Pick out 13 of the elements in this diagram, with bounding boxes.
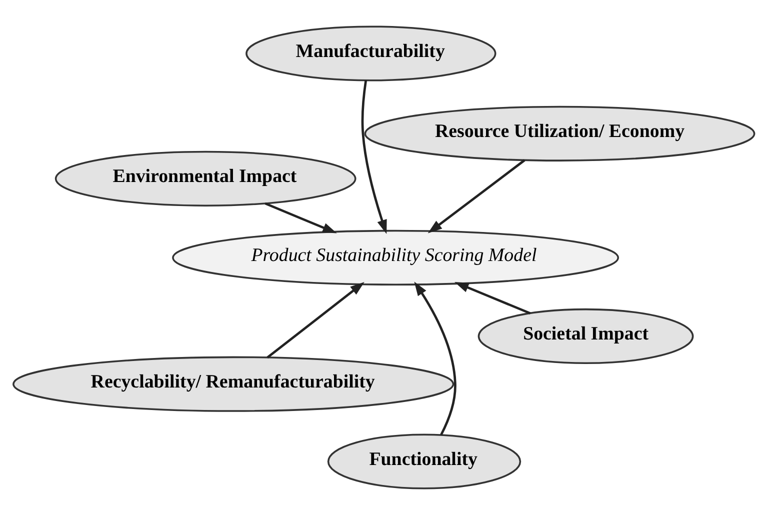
node-ellipse: Recyclability/ Remanufacturability <box>12 356 454 412</box>
node-ellipse: Product Sustainability Scoring Model <box>172 230 620 286</box>
arrow <box>266 282 364 359</box>
node-ellipse: Societal Impact <box>478 308 694 364</box>
arrow <box>428 159 526 234</box>
arrow <box>414 282 456 436</box>
node-ellipse: Functionality <box>327 434 522 490</box>
node-ellipse: Resource Utilization/ Economy <box>364 106 756 162</box>
arrow <box>454 282 531 314</box>
arrow <box>361 80 387 234</box>
node-ellipse: Manufacturability <box>246 26 496 82</box>
node-ellipse: Environmental Impact <box>54 150 356 206</box>
arrow <box>264 202 337 234</box>
